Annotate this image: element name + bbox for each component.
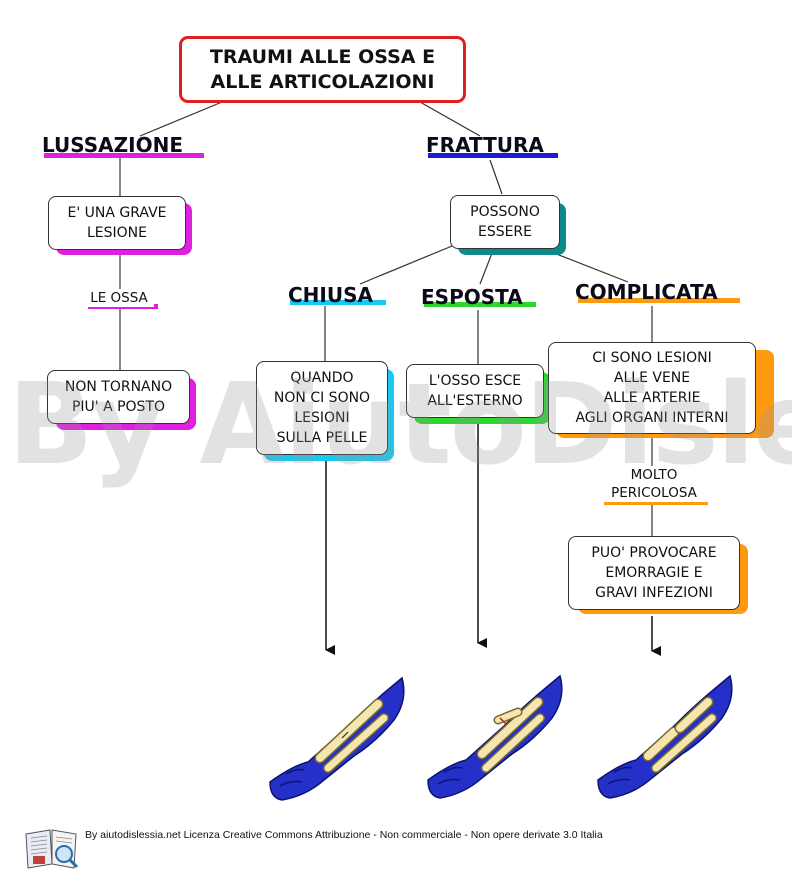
complicata-label-underline [604,500,708,505]
esposta-header: ESPOSTA [421,285,523,309]
frattura-underline [428,153,558,158]
arm-complicated-fracture-image [597,674,733,799]
lussazione-underline [44,153,204,158]
complicata-underline [578,298,740,303]
esposta-box: L'OSSO ESCE ALL'ESTERNO [406,364,544,418]
arm-open-fracture-image [427,674,563,799]
complicata-link-label: MOLTO PERICOLOSA [598,466,710,502]
complicata-box2: PUO' PROVOCARE EMORRAGIE E GRAVI INFEZIO… [568,536,740,610]
complicata-box1: CI SONO LESIONI ALLE VENE ALLE ARTERIE A… [548,342,756,434]
lussazione-box1: E' UNA GRAVE LESIONE [48,196,186,250]
chiusa-underline [290,300,386,305]
line-possono-chiusa [359,245,453,285]
esposta-underline [424,302,536,307]
lussazione-header: LUSSAZIONE [42,133,184,157]
line-title-lussazione [139,101,223,137]
frattura-header: FRATTURA [426,133,544,157]
complicata-header: COMPLICATA [575,280,718,304]
license-footer: By aiutodislessia.net Licenza Creative C… [85,829,603,841]
arm-closed-fracture-image [269,676,405,801]
possono-box: POSSONO ESSERE [450,195,560,249]
line-title-frattura [419,101,481,137]
line-frattura-possono [489,159,503,195]
chiusa-header: CHIUSA [288,283,373,307]
book-magnifier-logo-icon [25,829,79,869]
chiusa-box: QUANDO NON CI SONO LESIONI SULLA PELLE [256,361,388,455]
lussazione-link-label: LE OSSA [84,289,154,307]
lussazione-box2: NON TORNANO PIU' A POSTO [47,370,190,424]
diagram-title: TRAUMI ALLE OSSA E ALLE ARTICOLAZIONI [179,36,466,103]
